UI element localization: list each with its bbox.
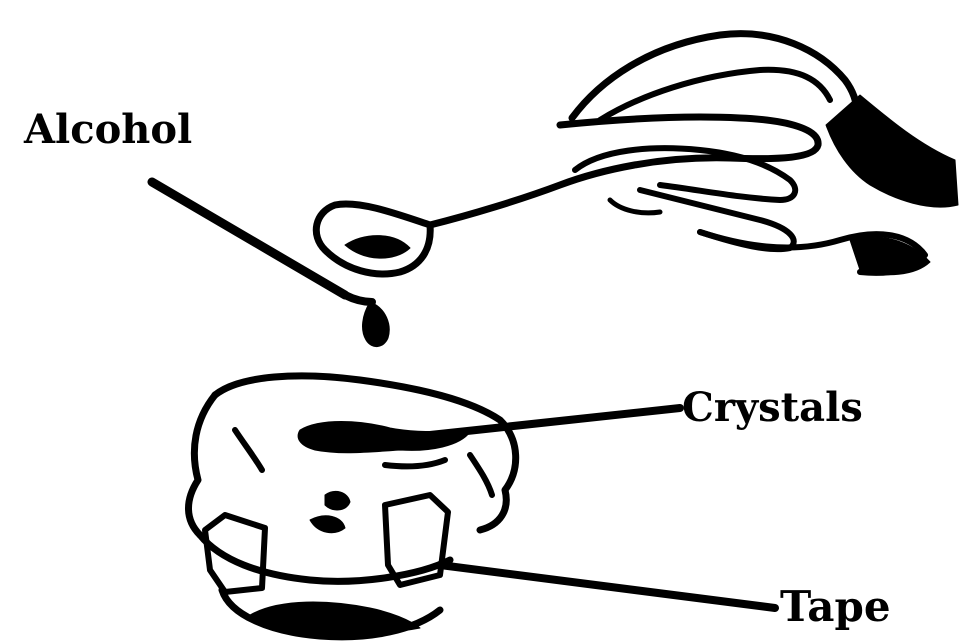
hand-outline xyxy=(572,34,857,140)
alcohol-drop xyxy=(363,302,390,347)
hand-illustration xyxy=(572,34,958,275)
hand-knuckle-line xyxy=(600,70,830,120)
spoon-bowl-shade xyxy=(345,236,410,259)
crystal-speck-1 xyxy=(325,491,350,509)
hand-sleeve xyxy=(826,95,958,207)
fingertip-shade xyxy=(850,237,930,275)
crystal-speck-2 xyxy=(310,516,345,533)
alcohol-label: Alcohol xyxy=(24,110,192,150)
alcohol-drip xyxy=(345,295,372,302)
finger-3 xyxy=(610,200,660,213)
tape-leader-line xyxy=(440,565,775,608)
crystals-leader-line xyxy=(430,408,680,435)
tape-piece-left xyxy=(205,515,265,592)
dish-left-side xyxy=(188,395,215,535)
crystals-label: Crystals xyxy=(682,388,863,428)
tape-label: Tape xyxy=(780,586,891,628)
dish-illustration xyxy=(188,376,515,637)
dish-body xyxy=(200,535,450,581)
